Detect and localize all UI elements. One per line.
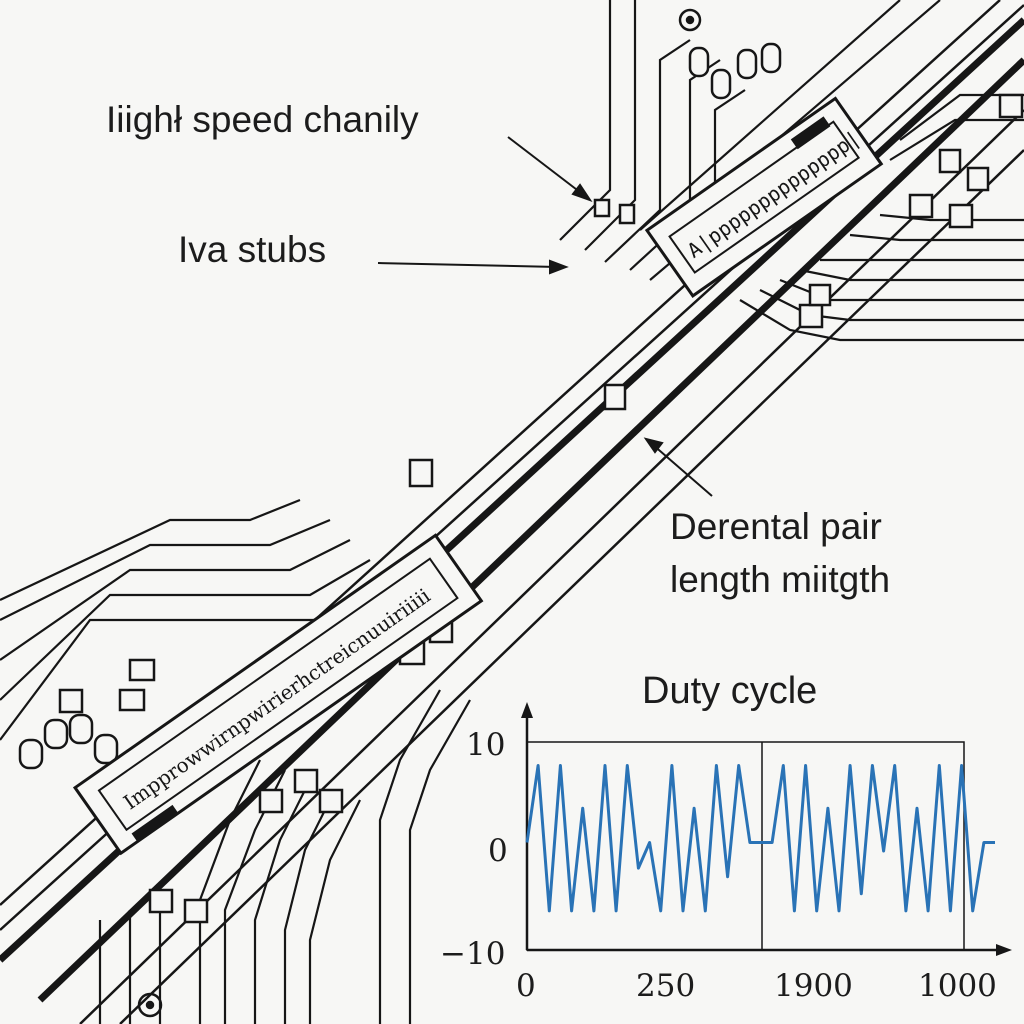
- arrow-head-via-stubs: [549, 259, 569, 275]
- x-tick-label: 1000: [918, 968, 997, 1004]
- arrow-diff-pair: [651, 443, 713, 497]
- arrow-head-high-speed: [571, 183, 593, 202]
- ic-chip-upper: А|рррррррррррррр|: [644, 96, 884, 298]
- waveform-line: [525, 764, 995, 913]
- arrow-head-diff-pair: [643, 437, 664, 454]
- diff-pair-label-line2: length miitgth: [670, 559, 891, 600]
- chart-title: Duty cycle: [642, 670, 818, 712]
- annotation-arrows: [377, 136, 713, 497]
- via-pads: [18, 42, 1024, 924]
- ic-lower-marking: Impprowwirnpwirierhctreicnuuiriiiii: [119, 583, 435, 814]
- y-axis-arrow: [521, 702, 533, 718]
- x-tick-label: 250: [636, 968, 696, 1004]
- x-tick-label: 1900: [774, 968, 853, 1004]
- mounting-holes: [137, 8, 702, 1018]
- y-tick-label: −10: [440, 936, 506, 972]
- y-tick-label: 0: [488, 833, 508, 869]
- y-tick-label: 10: [466, 727, 506, 763]
- high-speed-channel-label: Iiighł speed chanily: [106, 99, 419, 140]
- duty-cycle-plot: [521, 702, 1012, 956]
- x-tick-label: 0: [516, 968, 536, 1004]
- x-axis-arrow: [996, 944, 1012, 956]
- diff-trace-negative: [37, 57, 1024, 1003]
- plot-frame: [526, 741, 965, 951]
- via-stubs-label: Iva stubs: [178, 229, 327, 270]
- arrow-via-stubs: [377, 262, 559, 268]
- arrow-high-speed: [507, 136, 586, 197]
- diff-pair-label-line1: Derental pair: [670, 506, 882, 547]
